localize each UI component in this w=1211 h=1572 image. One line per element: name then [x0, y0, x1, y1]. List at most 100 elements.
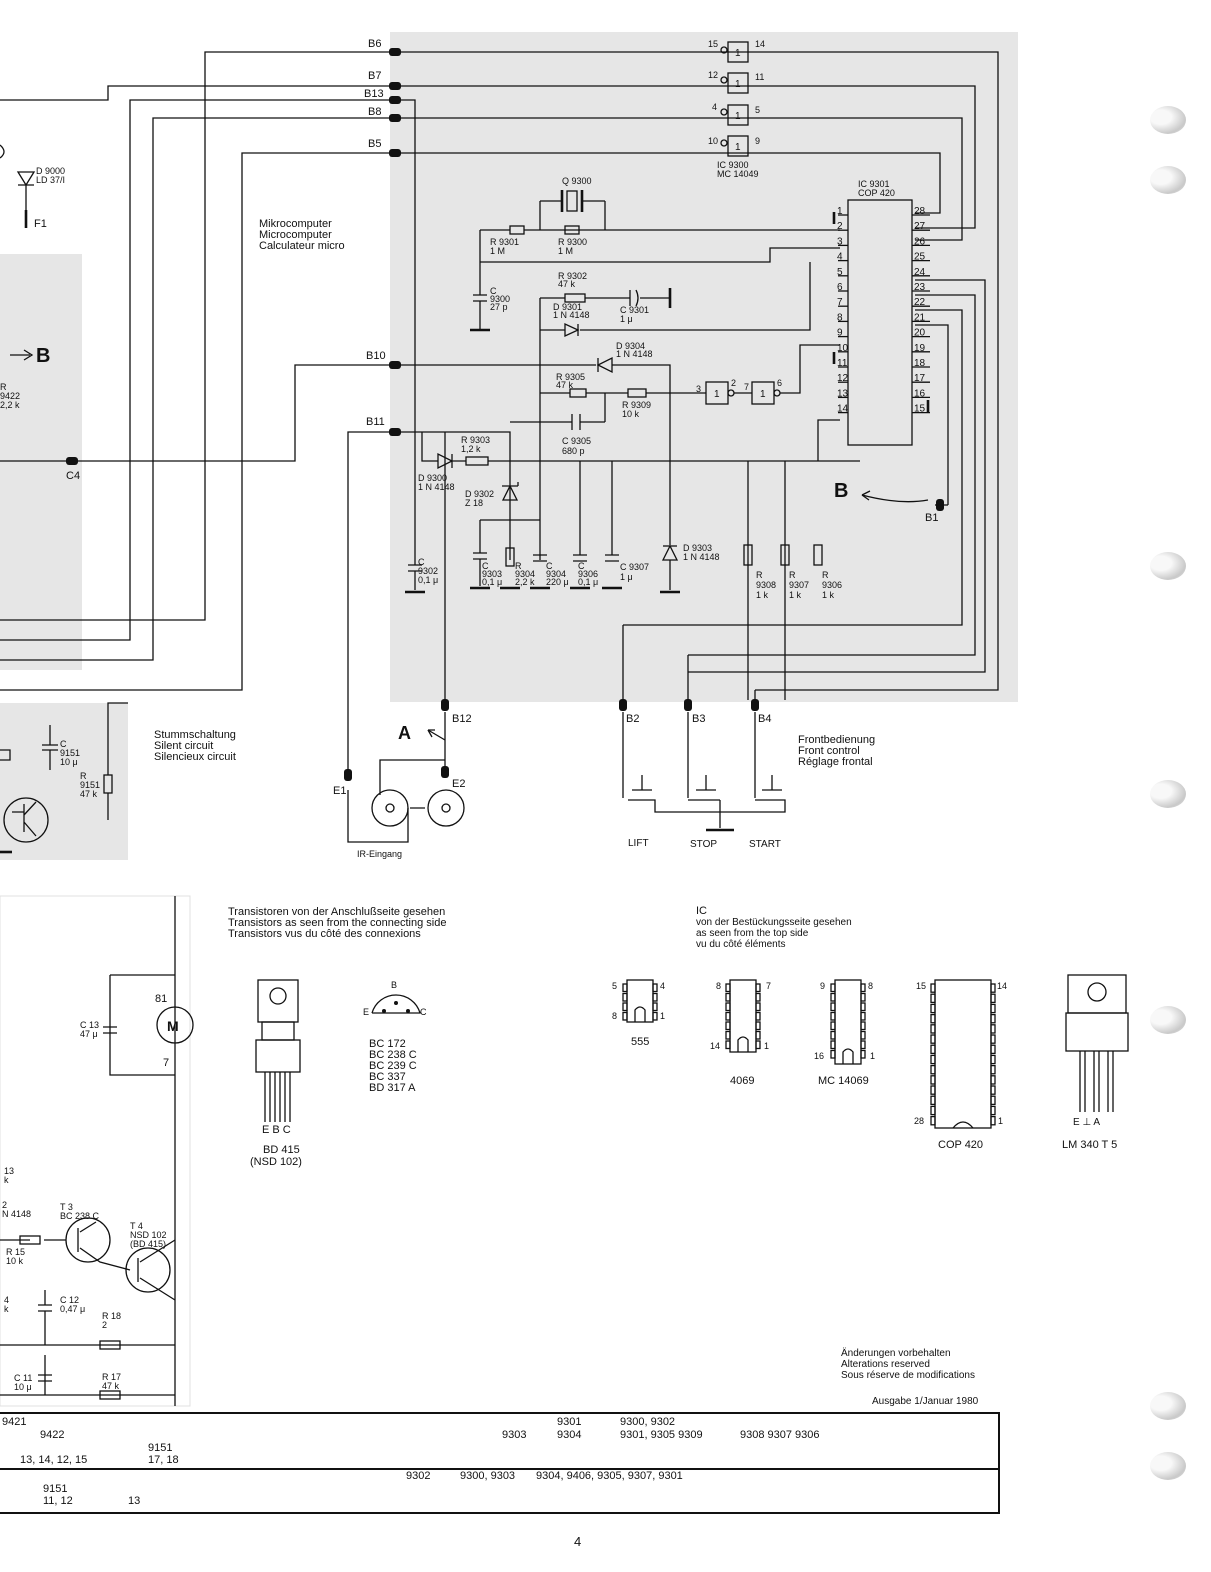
- package-pin: [860, 1011, 866, 1021]
- svg-text:M: M: [167, 1018, 179, 1034]
- connector-terminal: [389, 361, 401, 369]
- cop-pin-label: 27: [914, 221, 926, 232]
- cop-pin-label: 28: [914, 206, 926, 217]
- punch-hole: [1150, 1452, 1186, 1480]
- connector-terminal: [389, 82, 401, 90]
- package-pin: [622, 992, 628, 1002]
- svg-text:1: 1: [735, 48, 741, 59]
- table-cell: 9422: [40, 1429, 65, 1441]
- bd415-pins: E B C: [262, 1124, 291, 1136]
- table-cell: 9300, 9302: [620, 1416, 676, 1428]
- plm340-pins: E ⊥ A: [1073, 1117, 1101, 1128]
- motor-section: M: [0, 896, 194, 1406]
- cop-pin-label: 19: [914, 343, 926, 354]
- cop-pin-label: 23: [914, 282, 926, 293]
- package-pin: [725, 1030, 731, 1040]
- package-pin: [930, 1044, 936, 1055]
- motor-board-shading: [0, 895, 191, 1407]
- package-pin: [725, 992, 731, 1002]
- svg-text:12: 12: [708, 70, 718, 80]
- cop-pin-label: 13: [837, 388, 849, 399]
- connector-terminal: [619, 699, 627, 711]
- package-pin: [755, 1021, 761, 1031]
- package-pin: [930, 1003, 936, 1014]
- svg-text:1: 1: [735, 79, 741, 90]
- package-pin: [930, 1085, 936, 1095]
- package-pin: [930, 993, 936, 1004]
- svg-text:1: 1: [735, 111, 741, 122]
- package-pin: [990, 1003, 996, 1014]
- b-right-label: B: [834, 480, 849, 502]
- package-pin: [755, 1040, 761, 1050]
- package-pin: [830, 1021, 836, 1031]
- cop-pin-label: 1: [837, 206, 843, 217]
- svg-text:3: 3: [696, 384, 701, 394]
- p4069-pin-14: 14: [710, 1041, 721, 1051]
- package-pin: [830, 1040, 836, 1050]
- package-pin: [830, 1011, 836, 1021]
- package-pin: [755, 1002, 761, 1012]
- svg-text:5: 5: [755, 105, 760, 115]
- pcop420-pin-15: 15: [916, 981, 927, 991]
- cop-pin-label: 5: [837, 267, 843, 278]
- cop-pin-label: 17: [914, 373, 926, 384]
- package-pin: [930, 1075, 936, 1085]
- package-pin: [830, 983, 836, 993]
- cop-pin-label: 9: [837, 328, 843, 339]
- table-cell: 9308 9307 9306: [740, 1429, 820, 1441]
- connector-terminal: [441, 766, 449, 778]
- p555-name: 555: [631, 1036, 650, 1048]
- pmc14069-name: MC 14069: [818, 1075, 869, 1087]
- punch-hole: [1150, 1392, 1186, 1420]
- cop-pin-label: 20: [914, 328, 926, 339]
- table-cell: 9302: [406, 1470, 431, 1482]
- p555-pin-4: 4: [660, 981, 666, 991]
- package-pin: [930, 1024, 936, 1034]
- left-fragment: [0, 144, 128, 854]
- cop-pin-label: 8: [837, 312, 843, 323]
- table-cell: 9303: [502, 1429, 527, 1441]
- connector-terminal: [389, 428, 401, 436]
- package-pin: [652, 983, 658, 993]
- p555-pin-5: 5: [612, 981, 618, 991]
- connector-label-b2: B2: [626, 713, 640, 725]
- oscillator-section: [400, 190, 860, 700]
- package-pin: [990, 1115, 996, 1126]
- package-pin: [990, 993, 996, 1004]
- table-cell: 9151: [148, 1442, 173, 1454]
- parts-table: 9421 9301 9300, 9302 9422 9303 9304 9301…: [0, 1412, 1000, 1514]
- connector-terminal: [389, 48, 401, 56]
- package-pin: [990, 1095, 996, 1106]
- package-pin: [990, 1085, 996, 1095]
- connector-terminal: [389, 149, 401, 157]
- punch-hole: [1150, 552, 1186, 580]
- package-pin: [930, 1013, 936, 1024]
- p555-pin-1: 1: [660, 1011, 666, 1021]
- svg-text:10: 10: [708, 136, 718, 146]
- connector-label-b4: B4: [758, 713, 772, 725]
- to92-pin-c: C: [420, 1007, 427, 1017]
- connector-terminal: [441, 699, 449, 711]
- front-buttons: [622, 712, 786, 832]
- transistor-note: Transistoren von der Anschlußseite geseh…: [228, 906, 447, 940]
- package-pin: [990, 983, 996, 993]
- punch-hole: [1150, 166, 1186, 194]
- connector-terminal: [389, 96, 401, 104]
- package-pin: [930, 1095, 936, 1106]
- table-cell: 9301: [557, 1416, 582, 1428]
